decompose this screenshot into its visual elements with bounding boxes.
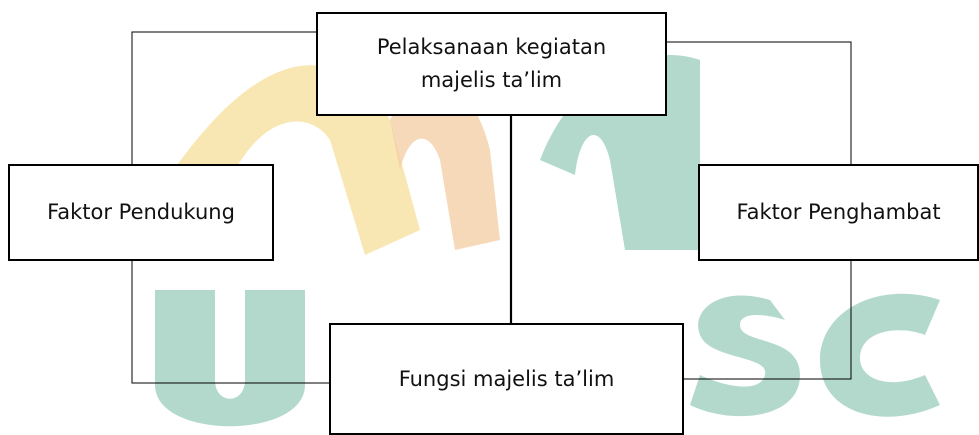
watermark-letter-c bbox=[820, 293, 940, 417]
watermark-letter-s bbox=[690, 295, 800, 417]
connector-top-to-left bbox=[131, 31, 316, 164]
supporting-factor-box: Faktor Pendukung bbox=[8, 164, 274, 261]
inhibiting-factor-box: Faktor Penghambat bbox=[698, 164, 979, 261]
supporting-factor-label: Faktor Pendukung bbox=[47, 200, 235, 225]
implementation-label: Pelaksanaan kegiatan majelis ta’lim bbox=[376, 35, 607, 92]
connector-top-to-right bbox=[667, 41, 852, 164]
implementation-box: Pelaksanaan kegiatan majelis ta’lim bbox=[316, 12, 667, 116]
connector-right-to-bottom bbox=[684, 261, 852, 380]
inhibiting-factor-label: Faktor Penghambat bbox=[736, 200, 941, 225]
watermark-letter-u bbox=[155, 290, 305, 427]
connector-left-to-bottom bbox=[131, 261, 329, 384]
function-label: Fungsi majelis ta’lim bbox=[398, 366, 615, 391]
watermark-orange-arc bbox=[390, 81, 500, 250]
function-box: Fungsi majelis ta’lim bbox=[329, 323, 684, 435]
